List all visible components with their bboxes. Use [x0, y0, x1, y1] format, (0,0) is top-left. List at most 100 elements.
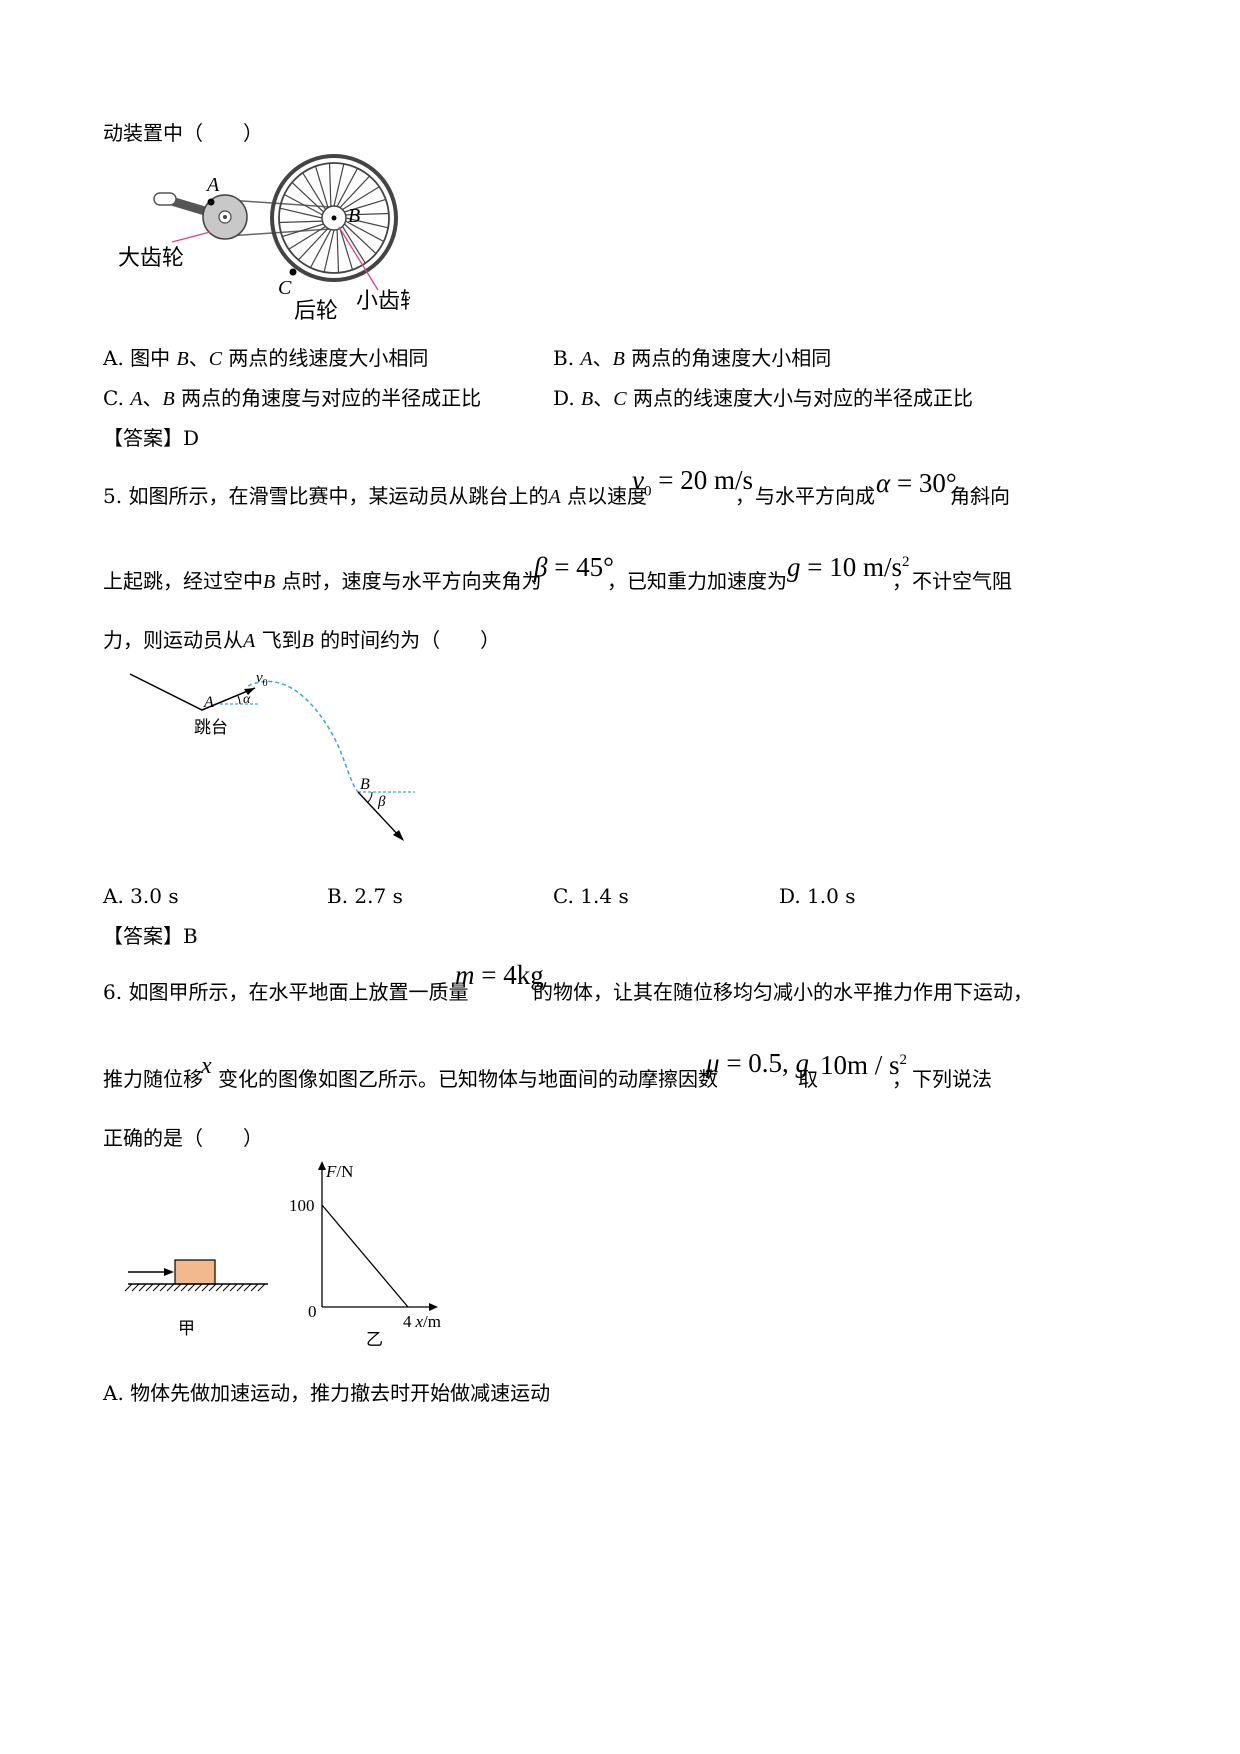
q5-alpha-formula: α = 30° [876, 468, 957, 498]
q5-stem-line1-c: ，与水平方向成 [735, 484, 875, 508]
q5-v0-formula: v0 = 20 m/s [632, 465, 753, 500]
ground-hatch [131, 1283, 140, 1292]
label-yi: 乙 [366, 1330, 383, 1349]
y-axis-label: F/N [325, 1162, 353, 1181]
q6-option-A[interactable]: A. 物体先做加速运动，推力撤去时开始做减速运动 [103, 1381, 551, 1405]
label-beta: β [377, 794, 386, 810]
q5-beta-formula: β = 45° [534, 552, 614, 582]
label-A: A [205, 174, 220, 196]
q6-mass-formula: m = 4kg [455, 960, 544, 990]
wheel-spoke [309, 229, 332, 269]
q5-stem-line2-d: ，不计空气阻 [892, 569, 1012, 593]
q6-mu-g-formula: μ = 0.5, g [706, 1048, 810, 1078]
q6-stem-line2-b: 变化的图像如图乙所示。已知物体与地面间的动摩擦因数 [218, 1067, 718, 1091]
B-velocity-line [357, 791, 402, 839]
ground-hatch [124, 1283, 133, 1292]
point-C-marker [289, 268, 297, 276]
wheel-spoke [342, 186, 380, 211]
label-rear-wheel: 后轮 [294, 298, 338, 323]
label-C: C [278, 277, 292, 299]
label-B: B [360, 776, 370, 793]
ground-hatch [145, 1283, 154, 1292]
ground-hatch [166, 1283, 175, 1292]
big-gear [202, 194, 248, 240]
ground-hatch [215, 1283, 224, 1292]
alpha-arc [237, 695, 241, 705]
q6-stem-line3: 正确的是（ ） [103, 1126, 263, 1150]
wheel-spoke [314, 166, 329, 208]
label-v0: v0 [256, 670, 268, 689]
q5-option-A[interactable]: A. 3.0 s [103, 884, 179, 908]
q5-option-D[interactable]: D. 1.0 s [779, 884, 856, 908]
q5-stem-line1: 5. 如图所示，在滑雪比赛中，某运动员从跳台上的A 点以速度 [103, 484, 648, 508]
block [174, 1259, 216, 1285]
ground-hatch [222, 1283, 231, 1292]
B-velocity-arrowhead [393, 830, 404, 841]
q5-stem-line2: 上起跳，经过空中B 点时，速度与水平方向夹角为 [103, 569, 542, 593]
ground-hatch [208, 1283, 217, 1292]
force-line [321, 1204, 409, 1308]
v0-arrowhead [244, 688, 255, 695]
wheel-spoke [288, 225, 326, 250]
ground-hatch [187, 1283, 196, 1292]
q5-stem-line2-c: ，已知重力加速度为 [607, 569, 787, 593]
q5-option-B[interactable]: B. 2.7 s [327, 884, 403, 908]
wheel-spoke [323, 229, 335, 273]
wheel-spoke [344, 198, 386, 213]
q6-g-value-formula: 10m / s2 [820, 1050, 908, 1080]
wheel-spoke [302, 172, 327, 210]
q4-option-B[interactable]: B. A、B 两点的角速度大小相同 [553, 346, 832, 370]
ground-hatch [159, 1283, 168, 1292]
label-alpha: α [243, 692, 251, 707]
wheel-spoke [336, 229, 340, 273]
trajectory-curve [247, 680, 359, 793]
small-gear-pointer [338, 226, 379, 291]
q5-option-C[interactable]: C. 1.4 s [553, 884, 629, 908]
ground-hatch [236, 1283, 245, 1292]
ground-hatch [173, 1283, 182, 1292]
ground-hatch [257, 1283, 266, 1292]
ground-hatch [229, 1283, 238, 1292]
q5-g-formula: g = 10 m/s2 [787, 552, 910, 582]
label-B: B [348, 205, 360, 227]
wheel-spoke [279, 220, 323, 224]
q5-stem-line3: 力，则运动员从A 飞到B 的时间约为（ ） [103, 628, 501, 652]
ground-hatch [201, 1283, 210, 1292]
q4-option-A[interactable]: A. 图中 B、C 两点的线速度大小相同 [103, 346, 429, 370]
wheel-spoke [336, 167, 359, 207]
wheel-spoke [345, 220, 385, 243]
ground-hatch [138, 1283, 147, 1292]
wheel-spoke [345, 217, 389, 229]
x-axis-arrowhead [429, 1303, 438, 1311]
big-gear-pointer [171, 231, 211, 243]
q6-stem-line1-a: 6. 如图甲所示，在水平地面上放置一质量 [103, 980, 469, 1004]
wheel-spoke [328, 163, 332, 207]
y-tick-100: 100 [289, 1196, 315, 1215]
chain [227, 199, 331, 237]
wheel-spoke [297, 227, 329, 261]
q6-figure-jia: 甲 [124, 1259, 268, 1338]
ground-hatch [180, 1283, 189, 1292]
rear-wheel [270, 154, 398, 282]
wheel-spoke [283, 193, 323, 216]
ski-jump-figure: A v0 α 跳台 B β [129, 670, 415, 841]
label-small-gear: 小齿轮 [356, 288, 410, 313]
label-jia: 甲 [178, 1319, 195, 1338]
ground-hatch [243, 1283, 252, 1292]
q6-stem-line2-a: 推力随位移 [103, 1067, 203, 1091]
push-arrowhead [164, 1268, 174, 1276]
wheel-spoke [333, 163, 345, 207]
q4-option-D[interactable]: D. B、C 两点的线速度大小与对应的半径成正比 [553, 386, 973, 410]
wheel-spoke [279, 207, 323, 219]
point-A-marker [207, 198, 215, 206]
wheel-spoke [339, 175, 371, 209]
beta-arc [367, 791, 373, 803]
q5-stem-line1-d: 角斜向 [950, 484, 1010, 508]
label-big-gear: 大齿轮 [118, 245, 184, 270]
q6-x-symbol: x [201, 1053, 212, 1079]
q6-stem-line2-take: 取 [798, 1067, 818, 1091]
q5-answer: 【答案】B [103, 924, 198, 948]
q4-option-C[interactable]: C. A、B 两点的角速度与对应的半径成正比 [103, 386, 482, 410]
